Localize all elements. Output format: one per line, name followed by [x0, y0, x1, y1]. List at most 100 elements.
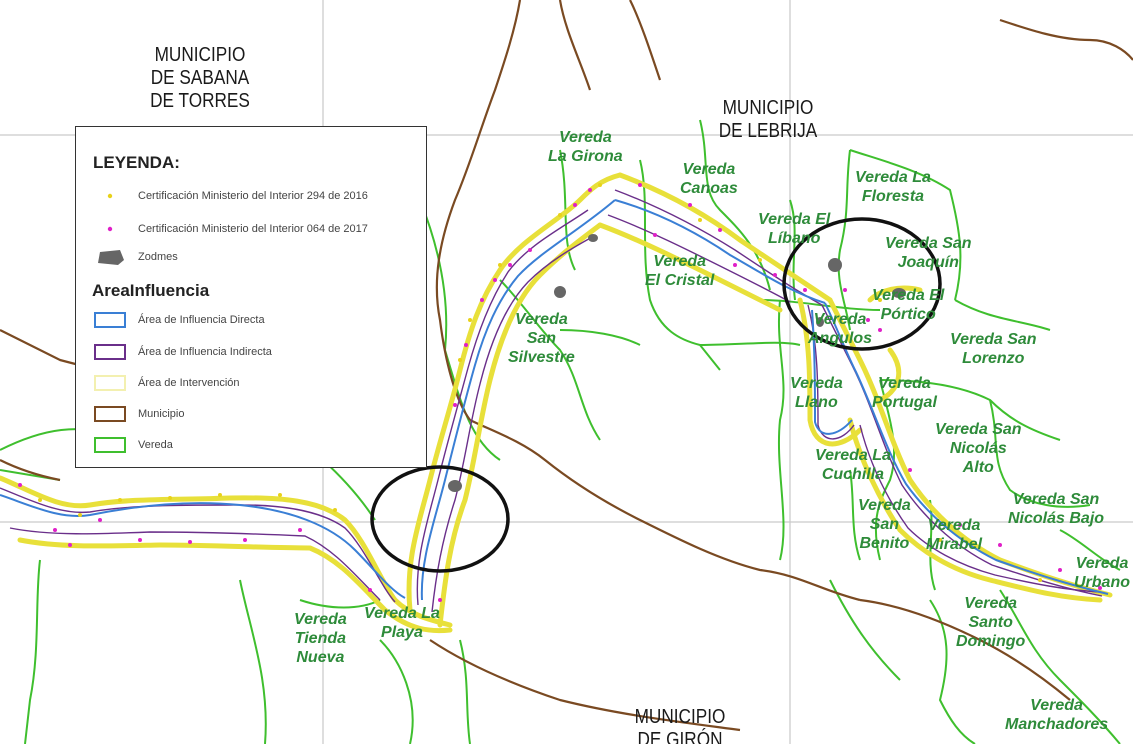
vereda-label-la-playa: Vereda La Playa	[364, 604, 440, 642]
pale-yellow-outline-icon	[92, 374, 128, 392]
vereda-label-line: Domingo	[956, 633, 1026, 650]
yellow-dot-icon	[92, 187, 128, 205]
green-outline-icon	[92, 436, 128, 454]
municipio-label-sabana: MUNICIPIO DE SABANA DE TORRES	[123, 44, 278, 113]
cert-2017-points	[18, 183, 1102, 602]
vereda-label-line: Manchadores	[1005, 716, 1109, 733]
vereda-label-la-girona: Vereda La Girona	[548, 128, 623, 166]
vereda-label-line: San	[526, 330, 557, 347]
vereda-label-line: Mirabel	[926, 536, 983, 553]
vereda-label-line: Vereda San	[950, 331, 1037, 348]
vereda-label-portugal: Vereda Portugal	[872, 374, 937, 412]
vereda-label-line: Vereda	[1030, 697, 1083, 714]
vereda-label-line: Silvestre	[508, 349, 575, 366]
purple-outline-icon	[92, 343, 128, 361]
vereda-label-line: Lorenzo	[962, 350, 1025, 367]
vereda-label-line: La Girona	[548, 148, 623, 165]
vereda-label-line: Vereda El	[758, 211, 831, 228]
vereda-label-line: Líbano	[767, 230, 821, 247]
zodmes-markers	[448, 234, 906, 492]
legend-item-label: Certificación Ministerio del Interior 06…	[138, 223, 368, 235]
gray-blob-icon	[92, 248, 128, 266]
legend-area-directa: Área de Influencia Directa	[92, 309, 265, 331]
vereda-label-angulos: Vereda Angulos	[808, 310, 872, 348]
vereda-label-san-benito: Vereda San Benito	[858, 496, 911, 553]
vereda-label-la-cuchilla: Vereda La Cuchilla	[815, 446, 891, 484]
intervention-corridor	[0, 172, 1113, 634]
vereda-label-san-lorenzo: Vereda San Lorenzo	[950, 330, 1037, 368]
vereda-label-line: Vereda	[1075, 555, 1129, 572]
brown-outline-icon	[92, 405, 128, 423]
legend-item-label: Certificación Ministerio del Interior 29…	[138, 190, 368, 202]
blue-outline-icon	[92, 311, 128, 329]
vereda-label-line: Vereda San	[885, 235, 972, 252]
vereda-label-tienda-nueva: Vereda Tienda Nueva	[294, 610, 347, 667]
vereda-label-line: Vereda	[858, 497, 911, 514]
vereda-label-line: Tienda	[294, 630, 347, 647]
vereda-label-line: Nicolás	[949, 440, 1007, 457]
vereda-label-line: Vereda San	[1012, 491, 1100, 508]
vereda-label-line: Llano	[795, 394, 838, 411]
legend-subtitle: AreaInfluencia	[92, 281, 210, 300]
legend-area-label: Vereda	[138, 439, 173, 451]
vereda-label-line: Vereda	[294, 611, 347, 628]
vereda-label-line: Urbano	[1074, 574, 1130, 591]
vereda-label-line: Canoas	[680, 180, 738, 197]
legend-area-municipio: Municipio	[92, 403, 184, 425]
vereda-label-line: Santo	[968, 614, 1013, 631]
highlight-ellipses	[370, 217, 942, 573]
map-legend: LEYENDA: Certificación Ministerio del In…	[75, 126, 427, 468]
vereda-label-line: Vereda	[927, 517, 981, 534]
vereda-label-line: Alto	[962, 459, 994, 476]
legend-area-indirecta: Área de Influencia Indirecta	[92, 341, 272, 363]
vereda-label-san-joaquin: Vereda San Joaquín	[885, 234, 972, 272]
legend-area-vereda: Vereda	[92, 434, 173, 456]
municipio-label-line: MUNICIPIO	[154, 44, 246, 66]
vereda-label-el-cristal: Vereda El Cristal	[645, 252, 714, 290]
vereda-label-line: Nicolás Bajo	[1008, 510, 1105, 527]
vereda-label-line: Vereda	[514, 311, 568, 328]
vereda-label-line: Joaquín	[897, 254, 959, 271]
magenta-dot-icon	[92, 220, 128, 238]
legend-area-label: Municipio	[138, 408, 185, 420]
vereda-label-line: Floresta	[861, 188, 925, 205]
vereda-label-line: Vereda La	[364, 605, 440, 622]
vereda-label-line: San	[869, 516, 900, 533]
legend-area-label: Área de Influencia Indirecta	[138, 346, 272, 358]
vereda-label-line: Pórtico	[880, 306, 936, 323]
vereda-label-canoas: Vereda Canoas	[680, 160, 738, 198]
vereda-label-line: Vereda El	[872, 287, 945, 304]
legend-title: LEYENDA:	[93, 153, 180, 172]
cert-2016-points	[38, 183, 1042, 582]
vereda-label-el-portico: Vereda El Pórtico	[872, 286, 944, 324]
vereda-label-line: Benito	[859, 535, 910, 552]
municipio-label-giron: MUNICIPIO DE GIRÓN	[603, 706, 758, 744]
legend-area-label: Área de Influencia Directa	[138, 314, 265, 326]
vereda-label-line: Vereda	[558, 129, 612, 146]
vereda-label-san-nicolas-bajo: Vereda San Nicolás Bajo	[1008, 490, 1104, 528]
legend-item-cert-2016: Certificación Ministerio del Interior 29…	[92, 185, 368, 207]
vereda-label-mirabel: Vereda Mirabel	[926, 516, 982, 554]
vereda-label-line: Angulos	[808, 330, 872, 347]
vereda-label-line: Vereda	[653, 253, 707, 270]
legend-area-intervencion: Área de Intervención	[92, 372, 240, 394]
vereda-label-line: Portugal	[872, 394, 937, 411]
municipio-label-line: DE TORRES	[150, 90, 250, 112]
vereda-label-line: Vereda La	[855, 169, 931, 186]
municipio-label-line: DE GIRÓN	[637, 729, 723, 744]
vereda-label-line: Vereda	[878, 375, 931, 392]
municipio-label-line: MUNICIPIO	[722, 97, 814, 119]
legend-item-zodmes: Zodmes	[92, 246, 178, 268]
municipio-label-line: MUNICIPIO	[634, 706, 726, 728]
vereda-label-line: Cuchilla	[821, 466, 885, 483]
vereda-label-line: El Cristal	[645, 272, 715, 289]
municipio-label-line: DE SABANA	[150, 67, 250, 89]
vereda-label-la-floresta: Vereda La Floresta	[855, 168, 931, 206]
municipio-label-line: DE LEBRIJA	[718, 120, 818, 142]
vereda-label-line: Playa	[381, 624, 423, 641]
legend-item-label: Zodmes	[138, 251, 178, 263]
vereda-label-line: Vereda La	[815, 447, 891, 464]
vereda-label-line: Vereda	[790, 375, 843, 392]
